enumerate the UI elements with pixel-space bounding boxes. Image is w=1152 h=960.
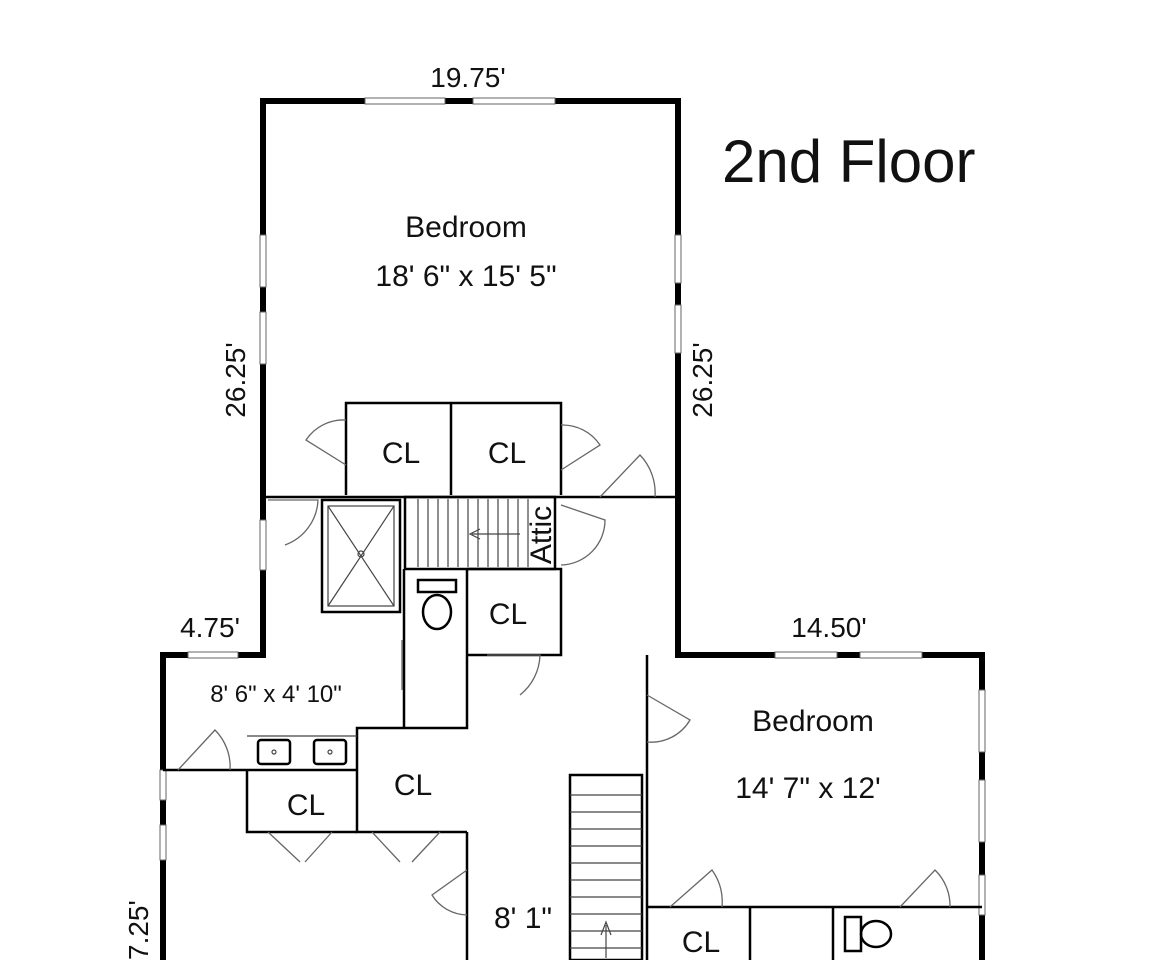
closet-label: CL bbox=[489, 598, 527, 631]
window bbox=[159, 824, 167, 861]
dim-left-wing-width: 4.75' bbox=[180, 612, 240, 643]
closet-label: CL bbox=[488, 437, 526, 470]
shower bbox=[320, 498, 402, 614]
dim-right-height: 26.25' bbox=[687, 342, 718, 417]
door-swing bbox=[431, 869, 468, 916]
main-stairs bbox=[568, 773, 644, 960]
floor-title: 2nd Floor bbox=[722, 128, 975, 195]
bedroom-right-size: 14' 7" x 12' bbox=[735, 772, 881, 805]
dim-right-wing-width: 14.50' bbox=[791, 612, 866, 643]
doors bbox=[177, 419, 951, 916]
sink-basin bbox=[256, 738, 292, 766]
bath-size: 8' 6" x 4' 10" bbox=[210, 681, 342, 708]
door-swing bbox=[268, 499, 319, 546]
hall-size: 8' 1" bbox=[494, 902, 552, 935]
window bbox=[978, 779, 986, 843]
window bbox=[159, 769, 167, 801]
door-swing bbox=[560, 504, 606, 566]
window bbox=[674, 304, 682, 354]
bedroom-top-name: Bedroom bbox=[405, 211, 527, 244]
closet-label: CL bbox=[394, 769, 432, 802]
door-swing bbox=[899, 869, 951, 908]
window bbox=[187, 651, 239, 659]
fixtures bbox=[247, 578, 893, 953]
door-swing bbox=[487, 654, 541, 696]
door-swing bbox=[669, 869, 723, 908]
window bbox=[978, 874, 986, 916]
window bbox=[674, 234, 682, 284]
windows bbox=[159, 97, 986, 916]
bedroom-top-size: 18' 6" x 15' 5" bbox=[375, 260, 556, 293]
attic-stair-treads bbox=[417, 499, 529, 567]
toilet-bowl bbox=[859, 919, 893, 949]
window bbox=[472, 97, 556, 105]
door-swing bbox=[177, 729, 231, 771]
window bbox=[259, 234, 267, 288]
door-swing bbox=[560, 424, 601, 471]
sink-basin bbox=[312, 738, 348, 766]
toilet-tank bbox=[843, 915, 863, 953]
door-swing bbox=[599, 454, 656, 498]
closet-label: CL bbox=[682, 926, 720, 959]
dim-left-lower-height: 7.25' bbox=[123, 900, 154, 960]
attic-label: Attic bbox=[525, 506, 558, 564]
window bbox=[364, 97, 446, 105]
bedroom-right-name: Bedroom bbox=[752, 705, 874, 738]
toilet-tank bbox=[416, 578, 458, 594]
closet-label: CL bbox=[382, 437, 420, 470]
closet-label: CL bbox=[287, 789, 325, 822]
bifold-doors bbox=[267, 831, 441, 863]
closet-walls bbox=[344, 401, 563, 495]
window bbox=[259, 311, 267, 365]
window bbox=[774, 651, 838, 659]
window bbox=[978, 689, 986, 753]
window bbox=[259, 519, 267, 571]
interior-walls bbox=[163, 401, 982, 960]
dim-top-width: 19.75' bbox=[430, 62, 505, 93]
window bbox=[859, 651, 923, 659]
dim-left-height: 26.25' bbox=[220, 342, 251, 417]
toilet-bowl bbox=[421, 593, 453, 631]
door-swing bbox=[305, 419, 347, 466]
door-swing bbox=[646, 694, 691, 743]
